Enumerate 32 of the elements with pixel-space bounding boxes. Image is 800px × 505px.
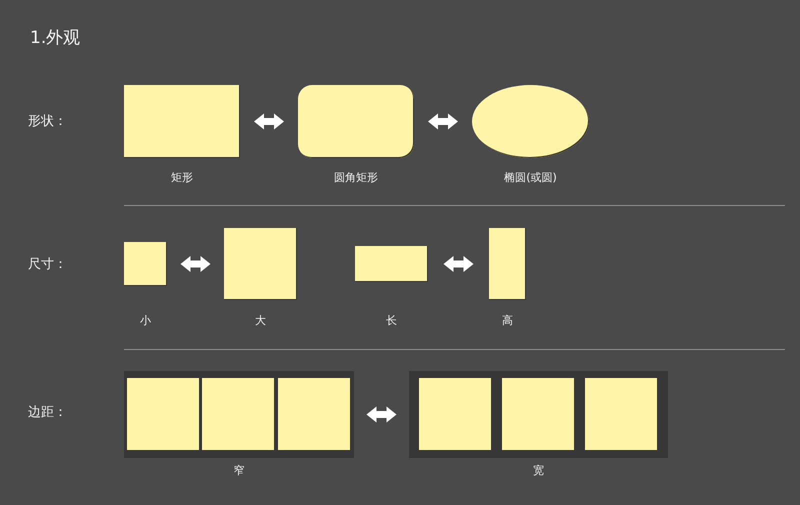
row-label: 边距： — [28, 405, 67, 421]
shape-caption: 大 — [255, 314, 266, 328]
rounded-rectangle — [298, 85, 414, 158]
shape-caption: 矩形 — [171, 171, 193, 185]
wide-padding-panel — [409, 371, 668, 458]
title: 1.外观 — [30, 27, 80, 49]
shape-caption: 高 — [502, 314, 513, 328]
tile — [202, 378, 275, 451]
row-label: 形状： — [28, 114, 67, 130]
shape-caption: 窄 — [234, 464, 244, 478]
rectangle — [124, 85, 240, 158]
large-square — [224, 228, 297, 300]
tile — [278, 378, 351, 451]
wide-rectangle — [355, 246, 428, 282]
double-arrow — [254, 114, 284, 130]
double-arrow — [366, 406, 396, 422]
double-arrow — [444, 256, 474, 272]
tile — [419, 378, 492, 451]
tall-rectangle — [489, 228, 526, 300]
double-arrow — [428, 114, 458, 130]
tile — [502, 378, 575, 451]
shape-caption: 小 — [140, 314, 151, 328]
narrow-padding-panel — [124, 371, 354, 458]
small-square — [124, 242, 167, 286]
tile — [127, 378, 200, 451]
double-arrow — [180, 256, 210, 272]
tile — [585, 378, 658, 451]
shape-caption: 圆角矩形 — [334, 171, 378, 185]
shape-caption: 椭圆(或圆) — [504, 171, 557, 185]
shape-caption: 长 — [386, 314, 397, 328]
shape-caption: 宽 — [533, 464, 544, 478]
row-label: 尺寸： — [28, 257, 67, 273]
